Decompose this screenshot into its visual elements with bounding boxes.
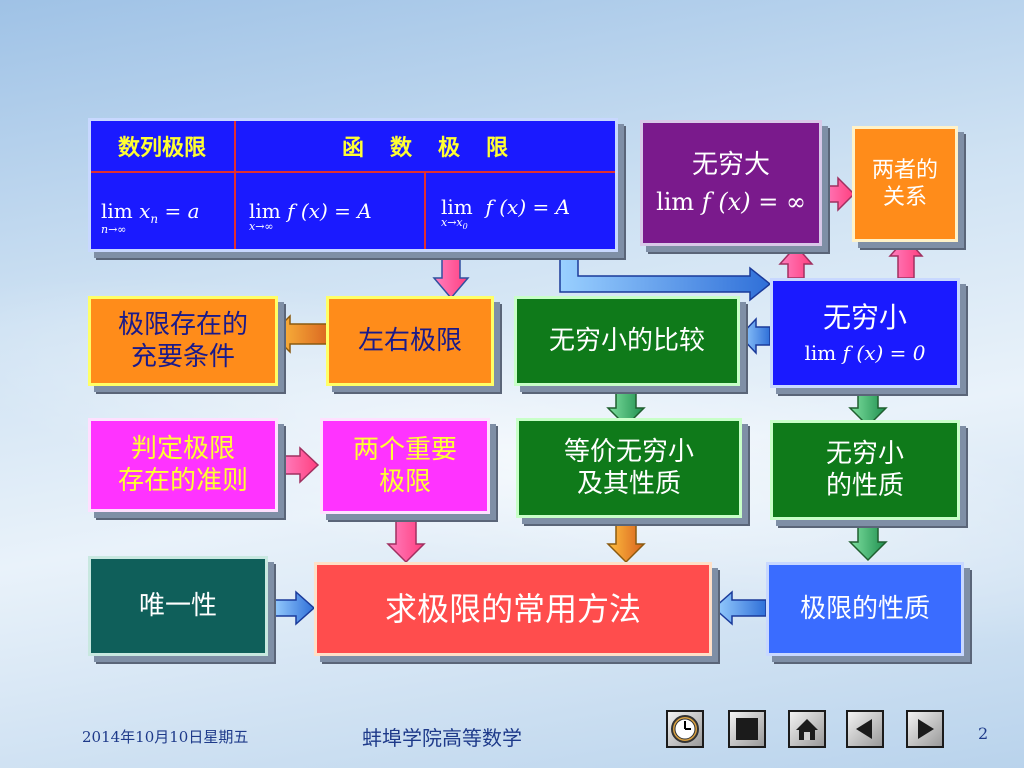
- arrow-function-to-leftright: [432, 249, 470, 300]
- limit-definitions-box: 数列极限 函 数 极 限 lim xn = a n→∞ lim f (x) = …: [88, 118, 618, 252]
- footer-date: 2014年10月10日星期五: [82, 728, 249, 746]
- limit-methods-box: 求极限的常用方法: [314, 562, 712, 656]
- relation-line2: 关系: [882, 185, 927, 210]
- infinity-formula: lim f (x) = ∞: [656, 188, 806, 217]
- important-limits-line2: 极限: [378, 467, 431, 497]
- existence-condition-line2: 充要条件: [130, 342, 235, 372]
- existence-criteria-box: 判定极限 存在的准则: [88, 418, 278, 512]
- table-divider-vertical-2: [424, 171, 426, 249]
- arrow-important-to-methods: [386, 515, 426, 564]
- footer-institution: 蚌埠学院高等数学: [362, 726, 522, 750]
- arrow-infinitesimal-to-infinity: [778, 244, 814, 279]
- infinity-title: 无穷大: [691, 149, 770, 180]
- sequence-limit-header: 数列极限: [117, 136, 206, 161]
- left-right-limit-label: 左右极限: [357, 325, 462, 356]
- arrow-infinitesimal-to-properties: [848, 389, 888, 428]
- arrow-leftright-to-condition: [270, 314, 333, 354]
- infinitesimal-comparison-label: 无穷小的比较: [548, 325, 705, 356]
- infinitesimal-box: 无穷小 lim f (x) = 0: [770, 278, 960, 388]
- existence-criteria-line2: 存在的准则: [117, 466, 248, 496]
- relation-box: 两者的 关系: [852, 126, 958, 242]
- uniqueness-label: 唯一性: [138, 590, 217, 621]
- arrow-comparison-to-equivalent: [606, 385, 646, 428]
- limit-methods-label: 求极限的常用方法: [384, 590, 641, 628]
- table-divider-horizontal: [91, 171, 615, 173]
- arrow-criteria-to-important: [281, 446, 320, 484]
- prev-icon[interactable]: [846, 710, 884, 748]
- infinitesimal-properties-line1: 无穷小: [825, 438, 904, 469]
- arrow-infinitesimal-to-relation: [888, 236, 924, 279]
- stop-icon[interactable]: [728, 710, 766, 748]
- arrow-equivalent-to-methods: [606, 517, 646, 564]
- existence-criteria-line1: 判定极限: [130, 433, 235, 464]
- function-limit-header: 函 数 极 限: [341, 136, 510, 161]
- existence-condition-box: 极限存在的 充要条件: [88, 296, 278, 386]
- infinitesimal-properties-box: 无穷小 的性质: [770, 420, 960, 520]
- function-limit-point-formula: lim f (x) = A x→x0: [441, 195, 571, 232]
- arrow-properties-to-limitprops: [848, 519, 888, 562]
- arrow-infinity-to-relation: [821, 176, 856, 212]
- infinitesimal-properties-line2: 的性质: [825, 471, 904, 501]
- next-icon[interactable]: [906, 710, 944, 748]
- relation-line1: 两者的: [871, 157, 938, 183]
- infinitesimal-comparison-box: 无穷小的比较: [514, 296, 740, 386]
- important-limits-box: 两个重要 极限: [320, 418, 490, 514]
- equivalent-infinitesimal-line2: 及其性质: [576, 469, 681, 499]
- important-limits-line1: 两个重要: [352, 434, 457, 465]
- arrow-limitprops-to-methods: [712, 590, 767, 626]
- arrow-function-to-infinitesimal: [559, 249, 772, 302]
- limit-properties-box: 极限的性质: [766, 562, 964, 656]
- arrow-uniqueness-to-methods: [271, 590, 316, 626]
- infinity-box: 无穷大 lim f (x) = ∞: [640, 120, 822, 246]
- equivalent-infinitesimal-box: 等价无穷小 及其性质: [516, 418, 742, 518]
- home-icon[interactable]: [788, 710, 826, 748]
- uniqueness-box: 唯一性: [88, 556, 268, 656]
- sequence-limit-formula: lim xn = a n→∞: [101, 199, 200, 236]
- infinitesimal-formula: lim f (x) = 0: [804, 341, 926, 365]
- existence-condition-line1: 极限存在的: [117, 309, 248, 340]
- infinitesimal-title: 无穷小: [822, 301, 907, 334]
- equivalent-infinitesimal-line1: 等价无穷小: [563, 436, 694, 467]
- function-limit-infinity-formula: lim f (x) = A x→∞: [249, 199, 372, 233]
- left-right-limit-box: 左右极限: [326, 296, 494, 386]
- table-divider-vertical-1: [234, 121, 236, 249]
- clock-icon[interactable]: [666, 710, 704, 748]
- limit-properties-label: 极限的性质: [799, 593, 930, 624]
- footer-page-number: 2: [978, 724, 989, 743]
- arrow-infinitesimal-to-comparison: [738, 317, 771, 355]
